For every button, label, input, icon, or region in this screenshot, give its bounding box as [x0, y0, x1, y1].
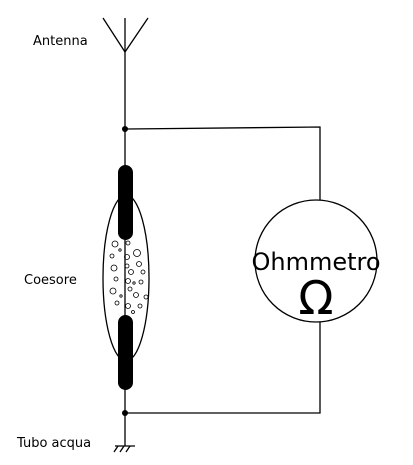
ohm-symbol: Ω: [298, 271, 333, 325]
antenna-label: Antenna: [33, 34, 88, 49]
ohmmeter-circle: [254, 199, 378, 323]
meter-wire-bottom: [125, 322, 321, 414]
ground-symbol: [113, 445, 135, 453]
ohmmeter-label: Ohmmetro: [251, 248, 380, 276]
ground-label: Tubo acqua: [16, 436, 91, 451]
electrode-top: [118, 165, 133, 240]
antenna-symbol: [102, 17, 149, 53]
metal-filings: [109, 240, 149, 314]
electrode-bottom: [118, 315, 133, 390]
coherer-label: Coesore: [24, 273, 77, 288]
meter-wire-top: [124, 126, 321, 200]
